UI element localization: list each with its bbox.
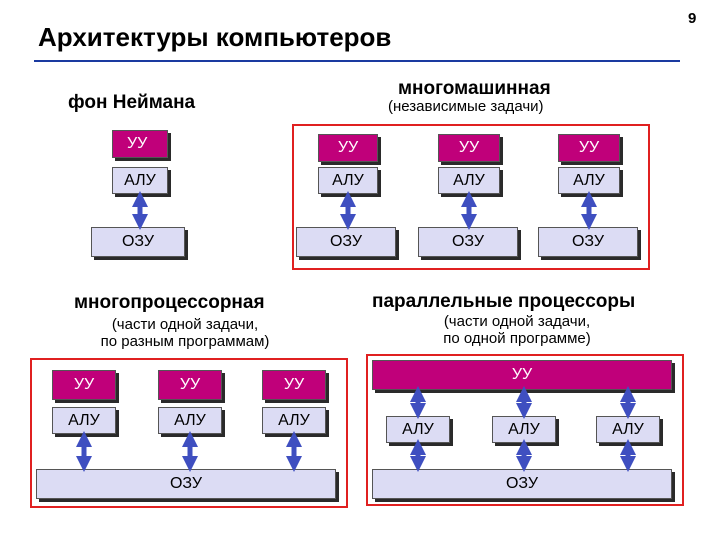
multimachine-frame [292, 124, 650, 270]
von-neumann-label: фон Неймана [68, 92, 196, 113]
multimachine-memory: ОЗУ [296, 227, 396, 257]
multiprocessor-control-unit: УУ [52, 370, 116, 400]
parallel-processors-label: параллельные процессоры [372, 291, 636, 312]
multimachine-control-unit: УУ [558, 134, 620, 162]
multimachine-alu: АЛУ [438, 167, 500, 194]
page-title: Архитектуры компьютеров [38, 22, 392, 52]
multiprocessor-sublabel: (части одной задачи, [111, 316, 259, 333]
multiprocessor-alu: АЛУ [158, 407, 222, 434]
multiprocessor-shared-memory: ОЗУ [36, 469, 336, 499]
von-neumann-memory: ОЗУ [91, 227, 185, 257]
von-neumann-control-unit: УУ [112, 130, 168, 158]
multiprocessor-control-unit: УУ [158, 370, 222, 400]
multiprocessor-alu: АЛУ [262, 407, 326, 434]
parallel-processors-sublabel: (части одной задачи, [443, 313, 591, 330]
multiprocessor-label: многопроцессорная [74, 292, 265, 313]
title-underline [34, 60, 680, 62]
parallel-processors-frame [366, 354, 684, 506]
multiprocessor-control-unit: УУ [262, 370, 326, 400]
multimachine-control-unit: УУ [318, 134, 378, 162]
parallel-processors-sublabel: по одной программе) [443, 330, 591, 347]
multiprocessor-frame [30, 358, 348, 508]
multimachine-sublabel: (независимые задачи) [388, 98, 544, 115]
multimachine-label: многомашинная [398, 78, 551, 99]
multimachine-control-unit: УУ [438, 134, 500, 162]
multiprocessor-sublabel: по разным программам) [100, 333, 270, 350]
multimachine-alu: АЛУ [558, 167, 620, 194]
page-number: 9 [688, 10, 697, 27]
von-neumann-alu: АЛУ [112, 167, 168, 194]
